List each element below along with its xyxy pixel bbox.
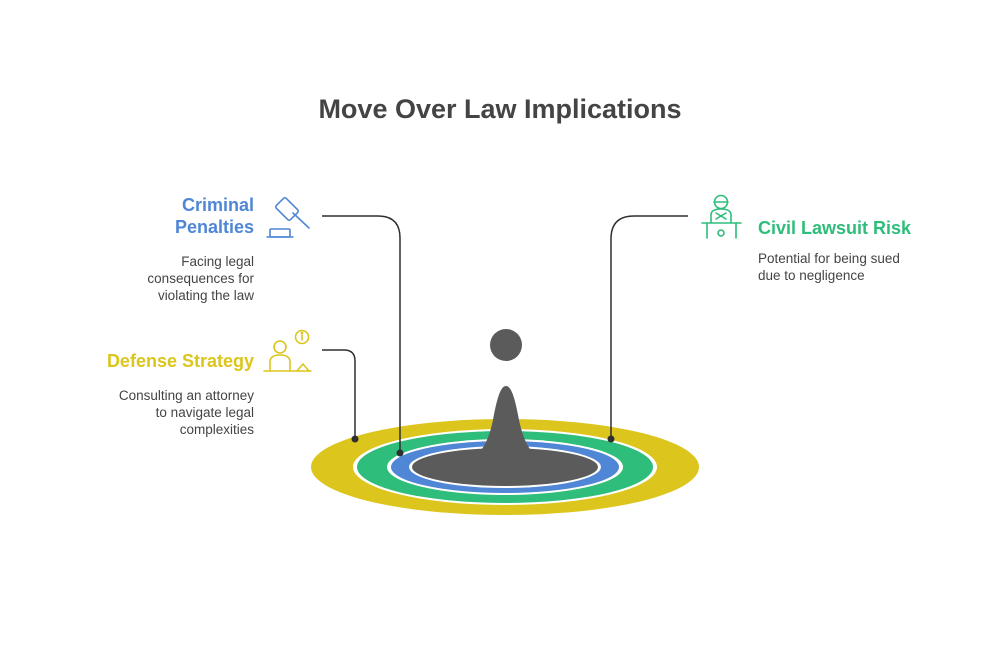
criminal-penalties-description: Facing legal consequences for violating … <box>147 253 254 304</box>
connector-civil-lawsuit <box>610 215 688 439</box>
connector-defense-strategy <box>322 349 356 439</box>
criminal-penalties-description-line: violating the law <box>157 288 254 303</box>
attorney-consult-icon <box>263 329 312 372</box>
civil-lawsuit-risk-description: Potential for being sued due to negligen… <box>758 250 900 284</box>
civil-lawsuit-risk-heading-line: Civil Lawsuit Risk <box>758 218 912 238</box>
criminal-penalties-heading-line: Penalties <box>174 217 254 237</box>
criminal-penalties-description-line: consequences for <box>147 271 254 286</box>
figure-head <box>490 329 522 361</box>
criminal-penalties-heading: Criminal Penalties <box>175 194 254 238</box>
connector-dot-criminal <box>396 449 404 457</box>
connector-dot-civil <box>607 435 615 443</box>
defense-strategy-heading: Defense Strategy <box>107 350 254 372</box>
defense-strategy-heading-line: Defense Strategy <box>106 351 254 371</box>
figure-body-peak <box>446 386 566 467</box>
defense-strategy-description-line: Consulting an attorney <box>118 388 254 403</box>
connector-criminal-penalties <box>322 215 401 453</box>
page-title: Move Over Law Implications <box>318 94 682 124</box>
civil-lawsuit-risk-description-line: Potential for being sued <box>758 251 900 266</box>
gavel-icon <box>266 197 310 238</box>
criminal-penalties-description-line: Facing legal <box>181 254 254 269</box>
civil-lawsuit-risk-description-line: due to negligence <box>758 268 865 283</box>
criminal-penalties-heading-line: Criminal <box>181 195 254 215</box>
judge-bench-icon <box>701 194 742 239</box>
civil-lawsuit-risk-heading: Civil Lawsuit Risk <box>758 217 911 239</box>
defense-strategy-description: Consulting an attorney to navigate legal… <box>119 387 254 438</box>
connector-dot-defense <box>351 435 359 443</box>
defense-strategy-description-line: complexities <box>179 422 254 437</box>
defense-strategy-description-line: to navigate legal <box>155 405 254 420</box>
